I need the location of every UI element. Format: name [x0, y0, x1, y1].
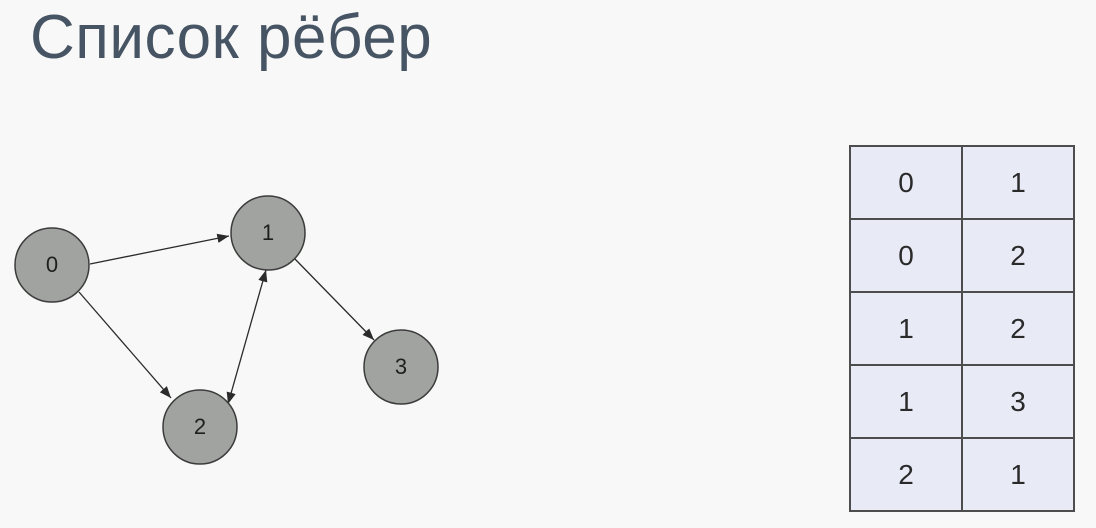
edge-0-2	[78, 291, 172, 399]
edge-source-cell: 1	[849, 364, 963, 439]
table-row: 2 1	[849, 437, 1075, 512]
table-row: 1 2	[849, 291, 1075, 366]
edge-target-cell: 1	[961, 437, 1075, 512]
edge-target-cell: 2	[961, 218, 1075, 293]
edge-source-cell: 0	[849, 218, 963, 293]
graph-node-0: 0	[14, 227, 90, 303]
edge-source-cell: 2	[849, 437, 963, 512]
edge-1-2	[226, 269, 268, 405]
graph-node-3: 3	[363, 329, 439, 405]
slide-title: Список рёбер	[30, 3, 433, 72]
node-label-3: 3	[395, 354, 407, 379]
node-label-1: 1	[262, 220, 274, 245]
edge-list-table: 0 1 0 2 1 2 1 3 2 1	[849, 145, 1075, 512]
edge-0-1	[89, 233, 230, 265]
table-row: 0 1	[849, 145, 1075, 220]
graph-node-1: 1	[230, 195, 306, 271]
table-row: 0 2	[849, 218, 1075, 293]
edge-target-cell: 3	[961, 364, 1075, 439]
edge-target-cell: 1	[961, 145, 1075, 220]
node-label-2: 2	[194, 414, 206, 439]
edge-1-3	[293, 257, 375, 341]
graph-node-2: 2	[162, 389, 238, 465]
edge-target-cell: 2	[961, 291, 1075, 366]
directed-graph: 0 1 2 3	[14, 195, 439, 465]
table-row: 1 3	[849, 364, 1075, 439]
edge-source-cell: 1	[849, 291, 963, 366]
edge-source-cell: 0	[849, 145, 963, 220]
node-label-0: 0	[46, 252, 58, 277]
